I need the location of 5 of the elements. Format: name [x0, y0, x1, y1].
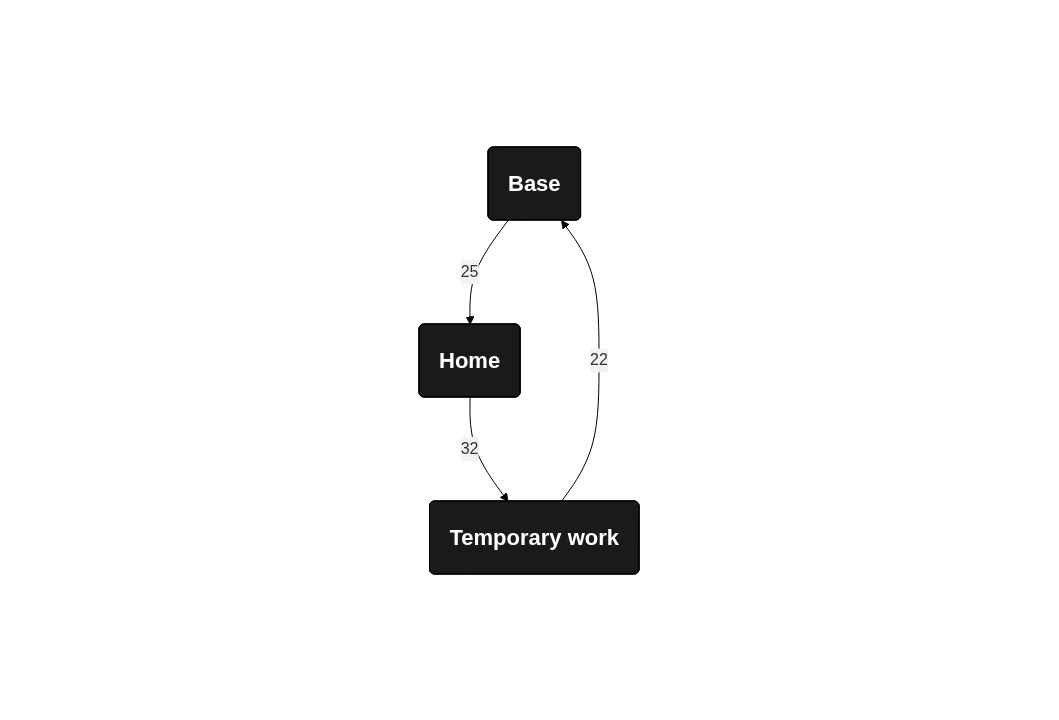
- edge-label: 22: [590, 350, 609, 368]
- edge-label: 32: [461, 439, 479, 457]
- edge-label: 25: [461, 262, 479, 280]
- arrow: [469, 396, 509, 502]
- arrow: [561, 219, 600, 502]
